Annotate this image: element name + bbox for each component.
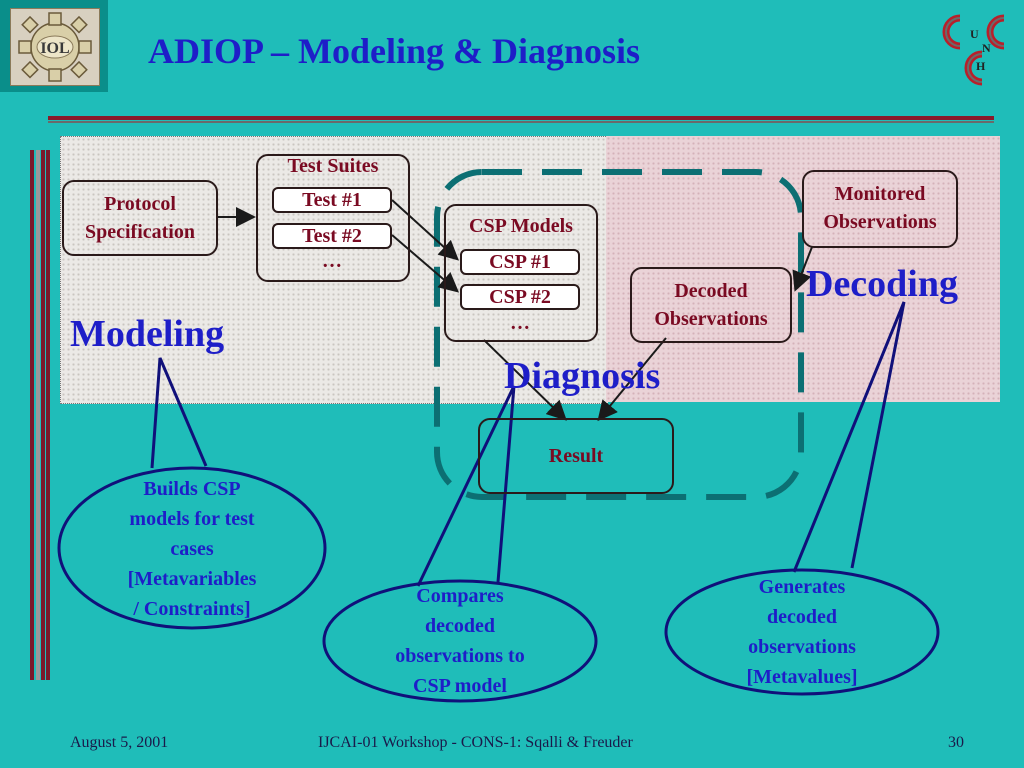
svg-text:IOL: IOL (40, 40, 69, 57)
title-rule (48, 116, 994, 120)
csp-models-box (444, 204, 598, 342)
result-box: Result (478, 418, 674, 494)
csp-2-box: CSP #2 (460, 284, 580, 310)
callout-modeling-shape (57, 466, 327, 630)
callout-decoding-text: Generates decoded observations [Metavalu… (746, 576, 858, 688)
unh-logo-icon: U N H (942, 14, 1005, 86)
callout-diagnosis-shape (322, 579, 598, 703)
monitored-observations-label: Monitored Observations (823, 183, 937, 233)
decor-bar (36, 150, 40, 680)
slide-title: ADIOP – Modeling & Diagnosis (148, 31, 641, 71)
gear-logo-icon: IOL (18, 12, 92, 82)
protocol-spec-box: Protocol Specification (62, 180, 218, 256)
pointer-diagnosis (416, 385, 516, 587)
callout-diagnosis-text: Compares decoded observations to CSP mod… (395, 585, 525, 697)
iol-logo: IOL (0, 0, 108, 92)
svg-text:H: H (976, 59, 986, 73)
diagnosis-label: Diagnosis (504, 355, 661, 397)
csp-more-ellipsis: … (510, 312, 530, 334)
callout-decoding-shape (664, 568, 940, 696)
test-suites-title: Test Suites (287, 155, 379, 177)
decoded-observations-box: Decoded Observations (630, 267, 792, 343)
test-suites-box (256, 154, 410, 282)
svg-text:N: N (982, 41, 991, 55)
decor-bar (41, 150, 45, 680)
csp-1-box: CSP #1 (460, 249, 580, 275)
csp-models-title: CSP Models (469, 215, 573, 237)
pointer-decoding (792, 301, 906, 573)
modeling-label: Modeling (70, 313, 225, 355)
monitored-observations-box: Monitored Observations (802, 170, 958, 248)
footer-event: IJCAI-01 Workshop - CONS-1: Sqalli & Fre… (318, 734, 633, 751)
decor-bar (30, 150, 34, 680)
footer-page-number: 30 (948, 734, 964, 751)
test-more-ellipsis: … (322, 250, 342, 272)
diagnosis-frame (434, 169, 804, 500)
arrow-decoded-to-result (597, 337, 667, 422)
test-1-box: Test #1 (272, 187, 392, 213)
decoded-observations-label: Decoded Observations (654, 280, 768, 330)
protocol-spec-label: Protocol Specification (85, 193, 195, 243)
pointer-modeling (150, 357, 208, 469)
title-rule-shadow (48, 121, 994, 123)
decor-bar (46, 150, 50, 680)
arrow-monitored-to-decoded (792, 246, 813, 292)
callout-modeling-text: Builds CSP models for test cases [Metava… (127, 478, 257, 620)
svg-text:U: U (970, 27, 979, 41)
decoding-label: Decoding (806, 263, 958, 305)
result-label: Result (548, 445, 604, 467)
footer-date: August 5, 2001 (70, 734, 169, 751)
test-2-box: Test #2 (272, 223, 392, 249)
arrow-csp-to-result (483, 339, 567, 421)
